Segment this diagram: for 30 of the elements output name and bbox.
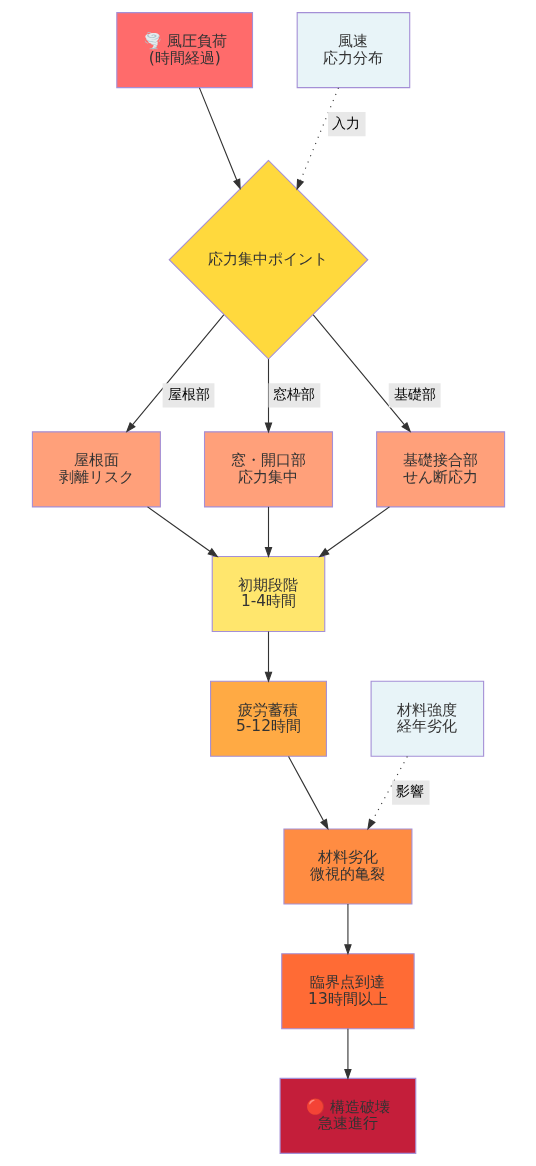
edge-label: 影響 [395,783,424,800]
node-box: 🔴 構造破壊急速進行 [279,1077,416,1154]
node-box: 基礎接合部せん断応力 [375,431,505,508]
node-box: 材料強度経年劣化 [370,680,484,757]
edge-label: 窓枠部 [272,386,315,403]
node-box: 材料劣化微視的亀裂 [282,828,412,905]
node-diamond: 応力集中ポイント [167,159,369,360]
edge-label: 入力 [331,114,360,131]
edge-label: 屋根部 [167,386,210,403]
node-box: 臨界点到達13時間以上 [280,953,415,1030]
arrow [343,1028,352,1080]
node-box: 初期段階1-4時間 [211,555,325,633]
node-box: 屋根面剥離リスク [31,431,161,508]
arrow [343,903,352,956]
node-box: 窓・開口部応力集中 [203,431,333,508]
arrow [264,631,272,683]
arrow [317,506,390,558]
node-box: 風速応力分布 [296,12,410,89]
arrow [295,87,339,191]
node-box: 🌪 風圧負荷(時間経過) [115,12,253,89]
arrow [125,314,224,433]
arrow [366,756,408,831]
arrow [287,756,329,831]
arrow [264,358,272,434]
arrow [146,506,219,558]
node-box: 疲労蓄積5-12時間 [209,680,327,757]
edge-label: 基礎部 [393,386,436,403]
arrow [198,87,241,190]
arrow [312,314,411,433]
arrow [264,506,272,559]
